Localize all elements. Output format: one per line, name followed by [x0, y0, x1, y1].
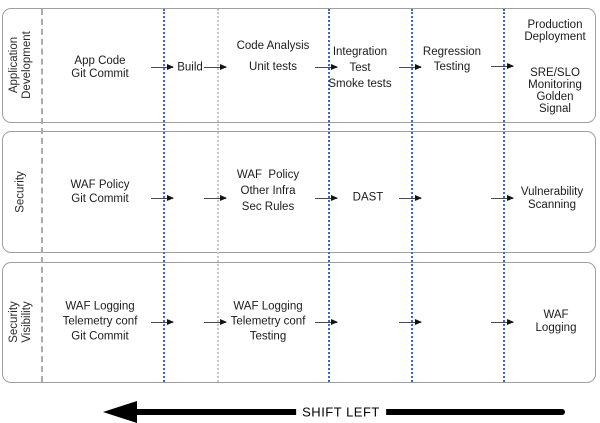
stage-vulnerability-scanning: Vulnerability Scanning — [520, 186, 584, 211]
flow-arrow-icon — [204, 64, 227, 70]
stage-production-deployment-sre-monitoring: Production Deployment SRE/SLO Monitoring… — [524, 19, 586, 115]
flow-arrow-icon — [204, 195, 227, 201]
lane-label-security-visibility: Security Visibility — [8, 301, 33, 343]
flow-arrow-icon — [315, 319, 338, 325]
stage-build: Build — [177, 61, 203, 74]
stage-code-analysis-unit-tests: Code Analysis Unit tests — [236, 40, 310, 73]
stage-divider-line-regression — [411, 9, 413, 382]
stage-waf-logging-testing: WAF Logging Telemetry conf Testing — [230, 300, 306, 343]
stage-divider-line-build — [163, 9, 165, 382]
stage-dast: DAST — [352, 191, 384, 204]
stage-divider-line-test — [328, 9, 330, 382]
flow-arrow-icon — [399, 64, 422, 70]
flow-arrow-icon — [315, 195, 338, 201]
lane-label-security: Security — [14, 171, 27, 213]
stage-integration-smoke-tests: Integration Test Smoke tests — [328, 46, 392, 90]
shift-left-arrowhead-icon — [103, 401, 137, 423]
stage-divider-line-post-build — [217, 9, 219, 382]
flow-arrow-icon — [151, 64, 174, 70]
flow-arrow-icon — [491, 319, 514, 325]
flow-arrow-icon — [204, 319, 227, 325]
stage-regression-testing: Regression Testing — [422, 46, 482, 73]
shift-left-label: SHIFT LEFT — [296, 404, 386, 420]
flow-arrow-icon — [399, 319, 422, 325]
stage-waf-policy-infra-sec-rules: WAF Policy Other Infra Sec Rules — [236, 169, 300, 213]
flow-arrow-icon — [315, 64, 338, 70]
stage-waf-logging: WAF Logging — [535, 309, 577, 334]
flow-arrow-icon — [491, 63, 514, 69]
lane-label-divider-line — [41, 9, 43, 382]
flow-arrow-icon — [491, 195, 514, 201]
stage-divider-line-production — [503, 9, 505, 382]
stage-waf-policy-git-commit: WAF Policy Git Commit — [70, 179, 130, 205]
stage-app-code-git-commit: App Code Git Commit — [71, 55, 129, 80]
flow-arrow-icon — [399, 195, 422, 201]
flow-arrow-icon — [151, 319, 174, 325]
lane-application-development — [2, 8, 596, 123]
stage-waf-logging-git-commit: WAF Logging Telemetry conf Git Commit — [62, 300, 138, 343]
lane-security — [2, 131, 596, 253]
flow-arrow-icon — [151, 195, 174, 201]
lane-label-application-development: Application Development — [8, 31, 33, 99]
